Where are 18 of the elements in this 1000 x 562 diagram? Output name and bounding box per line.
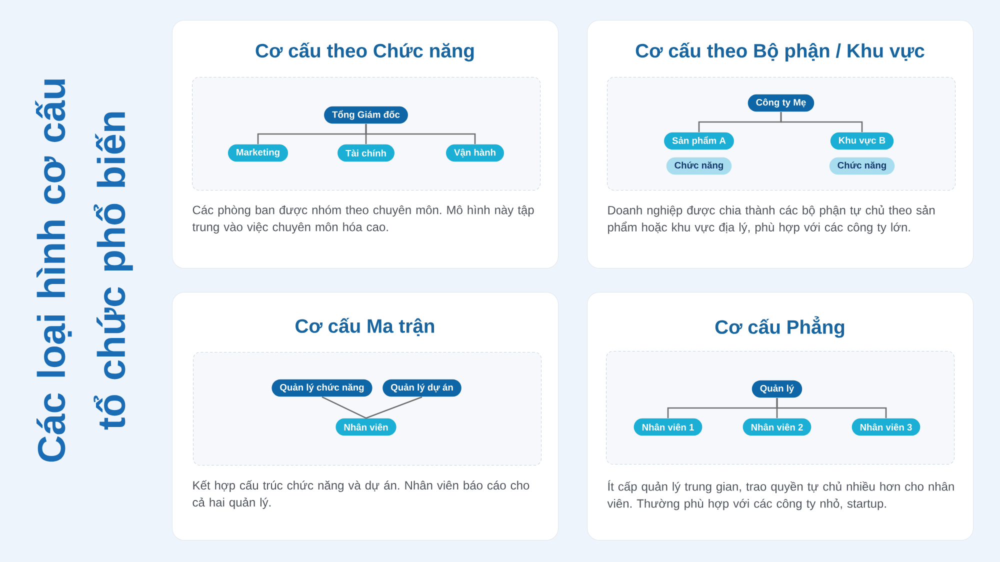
- card-heading: Cơ cấu Phẳng: [715, 316, 844, 338]
- dashed-panel: [606, 351, 955, 465]
- connector-line: [780, 112, 863, 132]
- card-text: Các phòng ban được nhóm theo chuyên môn. Mô hình này tập trung vào việc chuyên môn hóa cao.: [192, 205, 534, 234]
- card-heading: Cơ cấu theo Chức năng: [256, 42, 474, 62]
- org-box: Quản lý chức năng: [272, 379, 372, 397]
- title: Các loại hình cơ cấu tổ chức phổ biến: [35, 79, 133, 462]
- card-heading: Cơ cấu Ma trận: [296, 318, 434, 336]
- card-heading: Cơ cấu theo Bộ phận / Khu vực: [636, 42, 924, 62]
- dashed-panel: [193, 352, 542, 466]
- connector-line: [322, 396, 366, 419]
- dashed-panel: [192, 77, 541, 191]
- connector-line: [365, 124, 476, 144]
- card-text: Ít cấp quản lý trung gian, trao quyền tự chủ nhiều hơn cho nhân viên. Thường phù hợp với các công ty nhỏ, startup.: [607, 480, 954, 510]
- card-text: Kết hợp cấu trúc chức năng và dự án. Nhân viên báo cáo cho cả hai quản lý.: [192, 480, 530, 509]
- connector-line: [776, 398, 887, 418]
- connector-line: [366, 396, 422, 419]
- card-text: Doanh nghiệp được chia thành các bộ phận tự chủ theo sản phẩm hoặc khu vực địa lý, phù hợp với các công ty lớn.: [608, 205, 935, 234]
